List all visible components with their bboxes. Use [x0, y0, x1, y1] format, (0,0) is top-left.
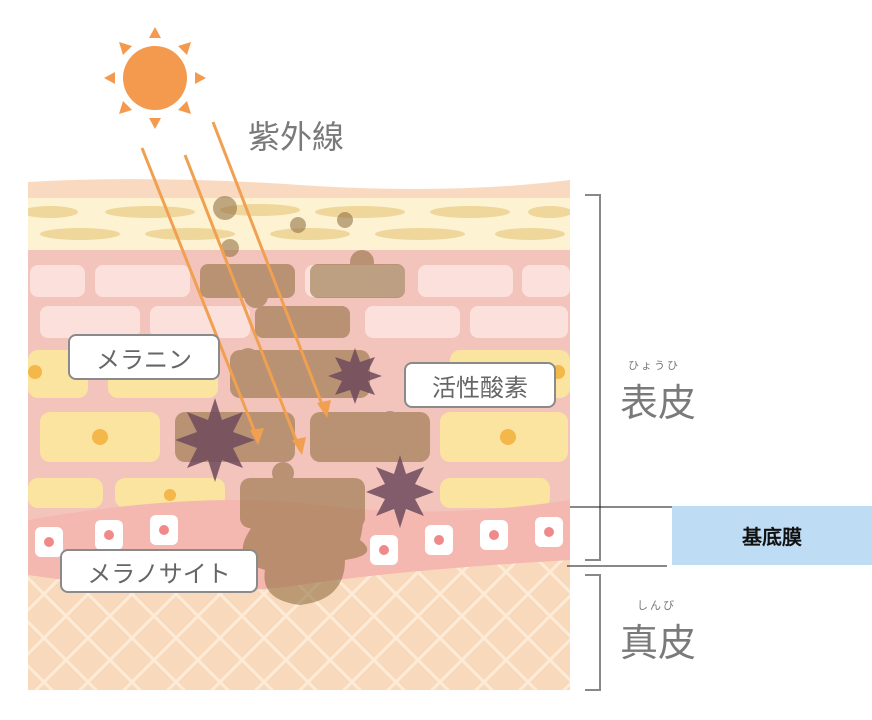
- melanocyte-cell: [242, 490, 368, 605]
- dermis-label: 真皮: [620, 621, 697, 665]
- layer-brackets: [585, 194, 601, 691]
- ros-stars: [175, 348, 434, 528]
- uv-label: 紫外線: [248, 118, 345, 156]
- callout-ros: 活性酸素: [404, 362, 556, 408]
- surface-layer: [28, 179, 570, 200]
- epidermis-ruby: ひょうひ: [628, 359, 680, 372]
- uv-arrows: [140, 121, 331, 455]
- callout-melanin: メラニン: [68, 334, 220, 380]
- dermis-ruby: しんび: [637, 599, 676, 612]
- basement-membrane-label: 基底膜: [672, 506, 872, 565]
- sun-icon: [104, 27, 206, 129]
- callout-melanocyte: メラノサイト: [60, 549, 258, 593]
- epidermis-label: 表皮: [620, 381, 697, 425]
